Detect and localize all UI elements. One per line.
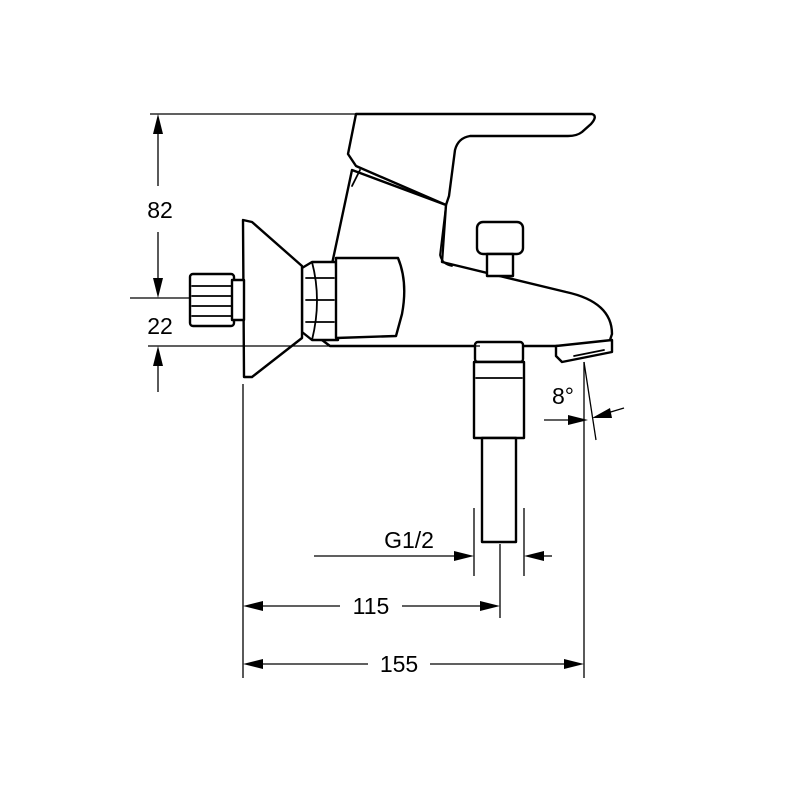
body-detail-line (351, 169, 361, 187)
arrow-right (454, 551, 474, 561)
thread-lines (191, 285, 233, 317)
dimension-label-thread: G1/2 (384, 527, 434, 553)
arrow-up (153, 114, 163, 134)
arrow-left (592, 408, 612, 418)
outlet-cap (473, 340, 525, 364)
union-sleeve (334, 256, 406, 340)
arrow-down (153, 278, 163, 298)
diverter-stem (485, 252, 515, 278)
connector-collar (230, 278, 246, 322)
arrow-left (524, 551, 544, 561)
thread-extension-line (473, 508, 525, 576)
threaded-connector (188, 272, 236, 328)
spout-tip-detail (573, 349, 605, 357)
wall-flange (241, 218, 304, 379)
union-nut (300, 260, 340, 342)
dimension-label-22: 22 (147, 313, 173, 339)
union-nut-detail (305, 261, 335, 341)
arrow-right (480, 601, 500, 611)
arrow-up (153, 346, 163, 366)
dimension-label-155: 155 (380, 651, 418, 677)
outlet-pipe (480, 436, 518, 544)
dimension-label-82: 82 (147, 197, 173, 223)
spout-tip (554, 338, 614, 364)
dimension-labels: 82 22 8° G1/2 115 155 (147, 197, 574, 677)
arrow-right (568, 415, 588, 425)
arrow-left (243, 601, 263, 611)
dimension-label-angle: 8° (552, 383, 574, 409)
body-detail-line (439, 204, 453, 267)
lever-handle (346, 112, 596, 207)
dimension-lines (130, 113, 625, 678)
arrow-right (564, 659, 584, 669)
angle-reference-line (583, 361, 597, 441)
faucet-outline (188, 112, 614, 576)
diverter-knob (475, 220, 525, 256)
outlet-transition (472, 360, 526, 440)
arrow-left (243, 659, 263, 669)
dimension-label-115: 115 (353, 593, 390, 619)
